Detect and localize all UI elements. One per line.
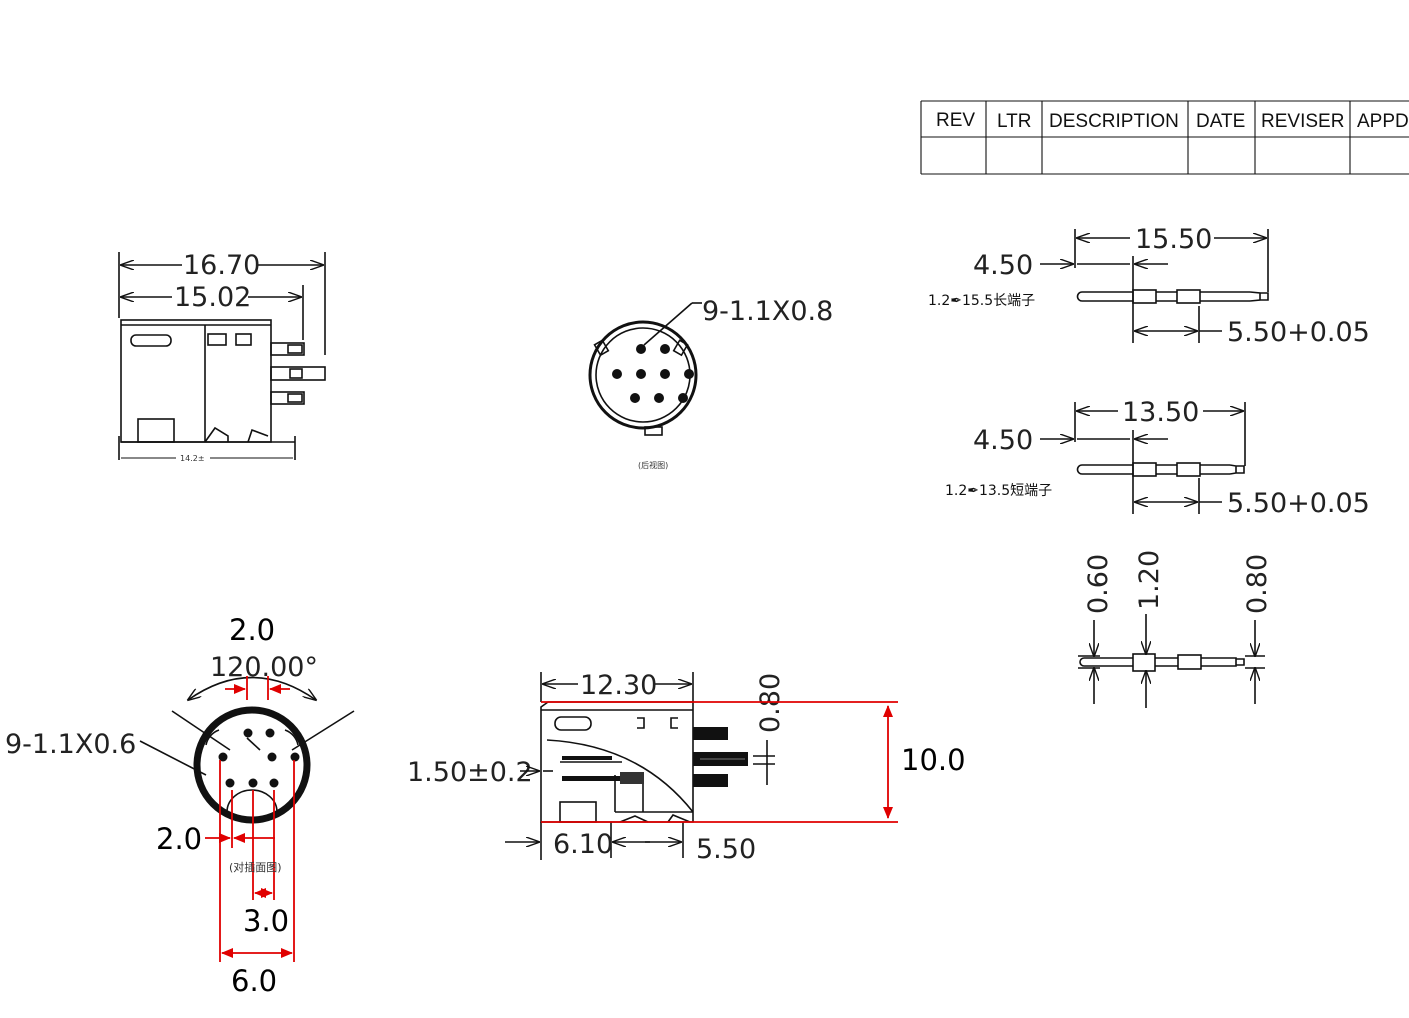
front-pin-callout: 9-1.1X0.6: [5, 729, 136, 760]
short-pin-drawing: 13.50 4.50 1.2✒13.5短端子 5.50+0.05: [945, 397, 1370, 519]
section-d1: 0.60: [1083, 554, 1114, 614]
short-pin-offset: 4.50: [973, 425, 1033, 456]
long-pin-drawing: 15.50 4.50 1.2✒15.5长端子 5.50+0.05: [928, 224, 1370, 348]
ltr-header: LTR: [997, 111, 1031, 132]
dim-16-70: 16.70: [183, 250, 260, 281]
spacing-total-label: 6.0: [231, 964, 277, 998]
section-d3: 0.80: [1242, 554, 1273, 614]
rear-view: 9-1.1X0.8 (后视图): [588, 296, 833, 470]
rev-header: REV: [936, 110, 975, 131]
spacing-left-label: 2.0: [156, 822, 202, 856]
appd-header: APPD: [1357, 111, 1409, 132]
spacing-top-label: 2.0: [229, 613, 275, 647]
short-pin-total: 13.50: [1122, 397, 1199, 428]
long-pin-offset: 4.50: [973, 250, 1033, 281]
revision-table: REV LTR DESCRIPTION DATE REVISER APPD: [920, 100, 1409, 175]
short-pin-segment: 5.50+0.05: [1227, 488, 1370, 519]
height-label: 10.0: [901, 743, 966, 777]
dim-14-2: 14.2±: [180, 454, 205, 463]
rear-pin-holes: [612, 344, 694, 403]
dim-a-label: 6.10: [553, 829, 613, 860]
long-pin-total: 15.50: [1135, 224, 1212, 255]
front-view-caption: (对插面图): [229, 860, 282, 874]
date-header: DATE: [1196, 111, 1245, 132]
dim-15-02: 15.02: [174, 282, 251, 313]
width-label: 12.30: [580, 670, 657, 701]
front-pin-holes: [218, 728, 300, 788]
long-pin-name: 1.2✒15.5长端子: [928, 293, 1035, 309]
spacing-mid-label: 3.0: [243, 904, 289, 938]
pin-pitch-label: 0.80: [755, 673, 786, 733]
bottom-side-view: 12.30 0.80 1.50±0.2: [407, 670, 966, 865]
description-header: DESCRIPTION: [1049, 111, 1179, 132]
dim-b-label: 5.50: [696, 834, 756, 865]
short-pin-name: 1.2✒13.5短端子: [945, 483, 1052, 499]
rear-view-caption: (后视图): [638, 460, 668, 470]
long-pin-segment: 5.50+0.05: [1227, 317, 1370, 348]
pin-section-drawing: 0.60 1.20 0.80: [1078, 550, 1273, 708]
section-d2: 1.20: [1134, 550, 1165, 610]
front-view: 2.0 120.00° 9-1.1X0.6 2.0 (对插面图) 3.0: [5, 613, 355, 998]
rear-pin-callout: 9-1.1X0.8: [702, 296, 833, 327]
side-view: 16.70 15.02 14.2±: [118, 250, 326, 463]
offset-label: 1.50±0.2: [407, 757, 533, 788]
reviser-header: REVISER: [1261, 111, 1344, 132]
